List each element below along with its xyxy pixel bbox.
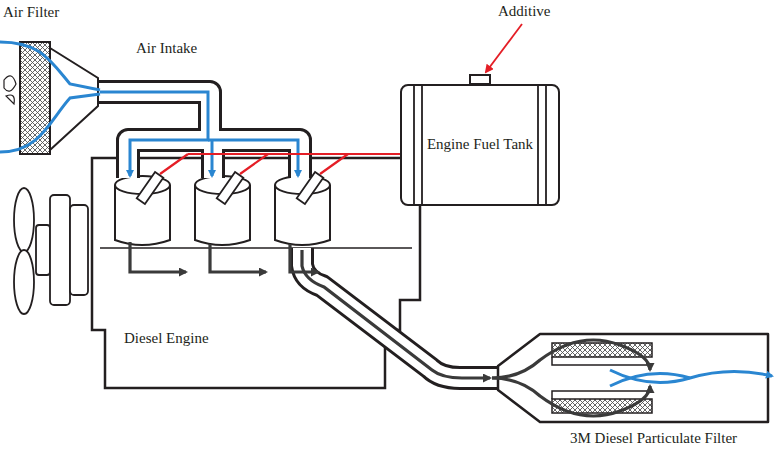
part-label: Air Intake [136, 40, 197, 57]
particulate-filter [498, 334, 768, 422]
additive-arrow [486, 24, 522, 72]
part-label: Additive [498, 3, 551, 20]
fuel-tank: Engine Fuel Tank [400, 84, 560, 206]
tank-cap [470, 75, 490, 84]
part-label: Air Filter [3, 4, 59, 21]
exhaust-pipe [302, 248, 500, 378]
engine-block [92, 158, 420, 388]
tank-label: Engine Fuel Tank [402, 135, 558, 153]
fan [14, 188, 88, 314]
clean-flow [610, 370, 772, 386]
exhaust-flow [130, 242, 650, 416]
part-label: Diesel Engine [124, 330, 209, 347]
injectors [137, 172, 324, 204]
fuel-lines [160, 154, 402, 174]
air-flow [0, 42, 298, 176]
intake-manifold [96, 92, 300, 178]
part-label: 3M Diesel Particulate Filter [570, 430, 737, 447]
air-filter [4, 42, 98, 154]
